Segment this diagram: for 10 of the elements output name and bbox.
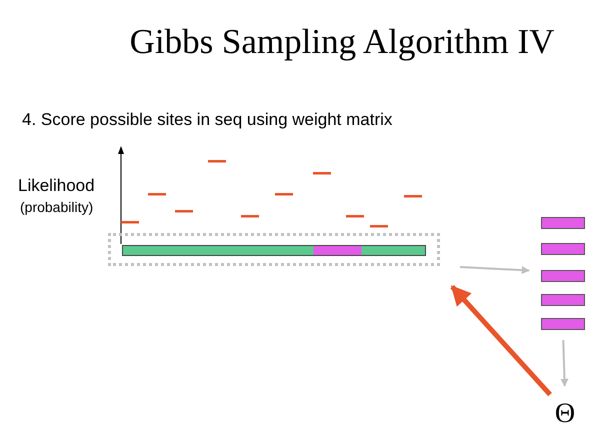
axis-label: Likelihood bbox=[18, 176, 95, 196]
instruction-text: 4. Score possible sites in seq using weight matrix bbox=[22, 110, 392, 130]
theta-symbol: Θ bbox=[548, 396, 582, 432]
arrow bbox=[560, 340, 568, 387]
arrow bbox=[450, 285, 552, 396]
sequence-window bbox=[108, 233, 440, 266]
axis-label: (probability) bbox=[20, 199, 94, 215]
slide-title: Gibbs Sampling Algorithm IV bbox=[128, 22, 556, 62]
arrow bbox=[460, 266, 530, 274]
motif-stack bbox=[541, 217, 585, 332]
